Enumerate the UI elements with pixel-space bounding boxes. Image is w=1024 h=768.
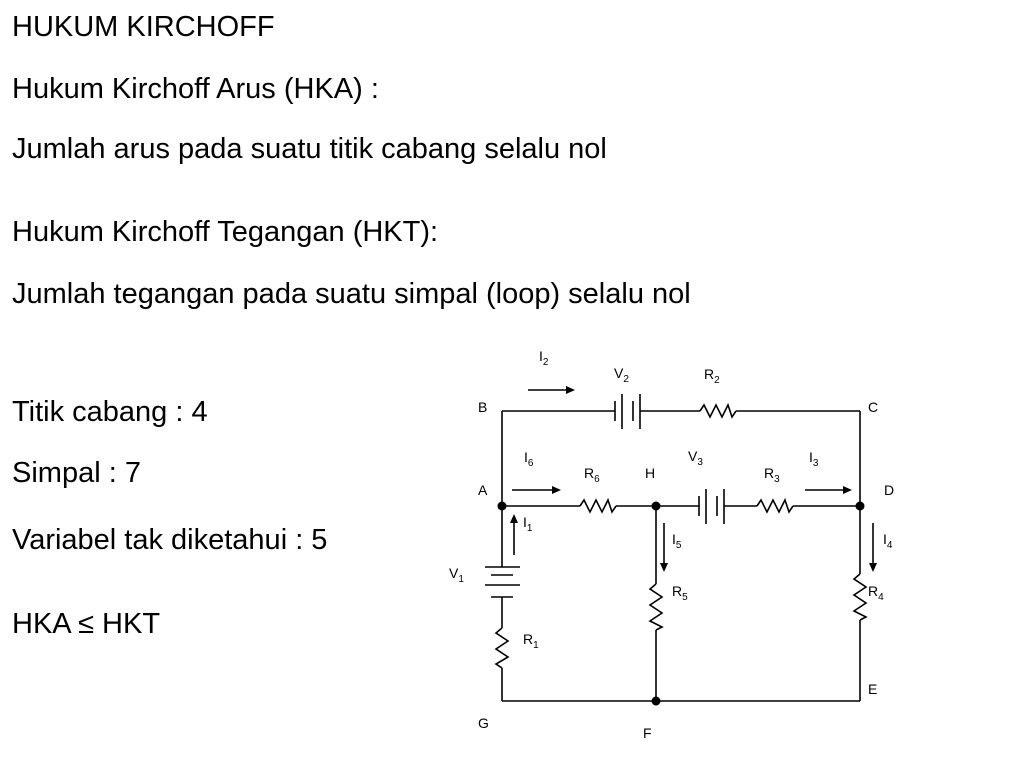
node-label-f: F [643,725,652,741]
label-i6: I6 [524,449,534,469]
variabel-count: Variabel tak diketahui : 5 [12,524,328,556]
node-label-b: B [478,399,487,415]
label-i3: I3 [809,449,819,469]
node-label-d: D [884,482,894,498]
arrow-i4 [869,523,877,572]
battery-v1-symbol [485,566,520,598]
node-label-a: A [478,482,488,498]
arrow-i5 [660,523,668,572]
hka-title: Hukum Kirchoff Arus (HKA) : [12,73,379,105]
resistor-r2-symbol [699,402,737,419]
label-i1: I1 [523,514,533,534]
label-r3: R3 [764,465,780,485]
hka-description: Jumlah arus pada suatu titik cabang sela… [12,133,607,165]
label-r5: R5 [672,583,688,603]
label-r2: R2 [704,366,720,386]
label-r4: R4 [868,583,884,603]
junction-d [855,501,865,511]
label-i4: I4 [883,531,893,551]
circuit-wires [501,410,861,702]
resistor-r4-symbol [852,573,868,621]
node-label-c: C [868,399,878,415]
arrow-i1 [510,514,518,555]
label-i2: I2 [539,348,549,368]
node-label-h: H [645,465,655,481]
arrow-i2 [528,386,575,394]
hkt-description: Jumlah tegangan pada suatu simpal (loop)… [12,278,691,310]
label-r1: R1 [523,631,539,651]
titik-cabang-count: Titik cabang : 4 [12,396,208,428]
label-r6: R6 [584,465,600,485]
label-v3: V3 [688,448,703,468]
page-title: HUKUM KIRCHOFF [12,11,275,43]
label-v2: V2 [614,365,629,385]
label-v1: V1 [449,565,464,585]
junction-h [651,501,661,511]
label-i5: I5 [672,531,682,551]
hkt-title: Hukum Kirchoff Tegangan (HKT): [12,216,439,248]
resistor-r3-symbol [756,497,794,514]
resistor-r6-symbol [579,497,617,514]
junction-a [497,501,507,511]
resistor-r5-symbol [648,583,664,631]
hka-hkt-relation: HKA ≤ HKT [12,608,161,640]
node-label-g: G [478,715,489,731]
battery-v3-symbol [698,489,725,524]
resistor-r1-symbol [494,627,510,669]
simpal-count: Simpal : 7 [12,457,141,489]
arrow-i6 [512,486,561,494]
node-label-e: E [868,681,877,697]
arrow-i3 [805,486,852,494]
battery-v2-symbol [614,394,641,429]
junction-f [651,696,661,706]
